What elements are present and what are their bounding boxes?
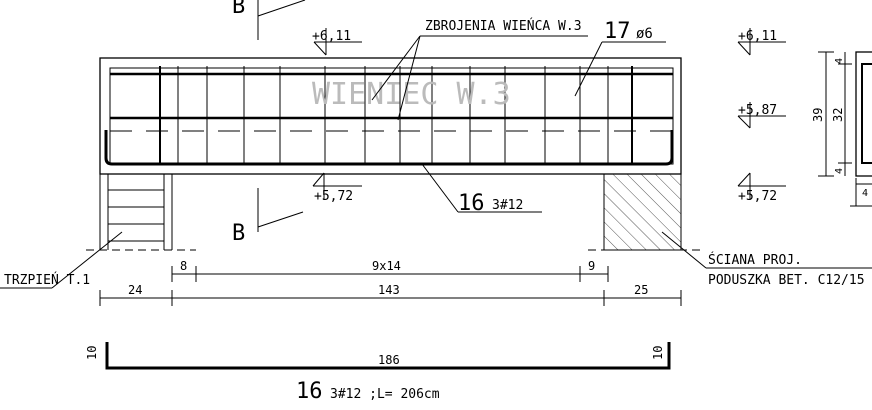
bar-length: 186	[378, 353, 400, 367]
level-top-left-label: +6,11	[312, 29, 351, 44]
level-marker-top-right: +6,11	[737, 28, 786, 56]
stirrup-diameter: ø6	[636, 26, 653, 42]
reinforcement-note: ZBROJENIA WIEŃCA W.3	[371, 18, 588, 121]
dim-cover-bottom: 4	[834, 168, 845, 174]
bar-callout: 16 3#12	[421, 163, 542, 216]
dim-span: 143	[378, 283, 400, 297]
dim-spacing-main: 9x14	[372, 259, 401, 273]
cross-section: 39 32 4 4 4	[811, 51, 872, 207]
section-marker-bottom-label: B	[232, 221, 245, 246]
stirrups	[159, 66, 633, 164]
level-bottom-right-label: +5,72	[738, 189, 777, 204]
level-marker-top-left: +6,11	[312, 28, 362, 56]
dim-cover-side: 4	[862, 188, 868, 199]
dim-spacing-end: 9	[588, 259, 595, 273]
bar-hook-right: 10	[651, 346, 665, 360]
section-marker-bottom: B	[232, 188, 304, 246]
dim-cover-top: 4	[834, 58, 845, 64]
post-trzpien: TRZPIEŃ T.1	[0, 174, 196, 289]
level-bottom-left-label: +5,72	[314, 189, 353, 204]
level-marker-bottom-right: +5,72	[737, 172, 786, 204]
dimension-stirrup-spacing: 8 9x14 9	[171, 259, 609, 282]
bar-total-spec: 3#12 ;L= 206cm	[330, 387, 440, 402]
wall-label: ŚCIANA PROJ.	[708, 252, 802, 268]
beam-elevation: WIENIEC W.3	[99, 57, 682, 175]
bar-shape-detail: 10 186 10 16 3#12 ;L= 206cm	[85, 342, 671, 404]
dim-spacing-start: 8	[180, 259, 187, 273]
bar-total-mark: 16	[296, 379, 323, 404]
reinforcement-note-label: ZBROJENIA WIEŃCA W.3	[425, 18, 582, 34]
section-marker-top-label: B	[232, 0, 245, 19]
dim-total-height: 39	[811, 108, 825, 122]
section-marker-top: B	[232, 0, 306, 40]
stirrup-callout: 17 ø6	[574, 19, 666, 97]
level-marker-mid-right: +5,87	[737, 102, 786, 129]
dim-inner-height: 32	[831, 108, 845, 122]
bar-hook-left: 10	[85, 346, 99, 360]
post-label: TRZPIEŃ T.1	[4, 272, 90, 288]
level-mid-right-label: +5,87	[738, 103, 777, 118]
dim-left-support: 24	[128, 283, 142, 297]
dimension-supports: 24 143 25	[99, 283, 682, 306]
bar-spec: 3#12	[492, 198, 523, 213]
bar-mark: 16	[458, 191, 485, 216]
level-top-right-label: +6,11	[738, 29, 777, 44]
level-marker-bottom-left: +5,72	[312, 172, 362, 204]
concrete-pad: ŚCIANA PROJ. PODUSZKA BET. C12/15	[588, 173, 872, 288]
dim-right-support: 25	[634, 283, 648, 297]
stirrup-count: 17	[604, 19, 631, 44]
beam-title: WIENIEC W.3	[312, 77, 511, 112]
pad-label: PODUSZKA BET. C12/15	[708, 273, 865, 288]
